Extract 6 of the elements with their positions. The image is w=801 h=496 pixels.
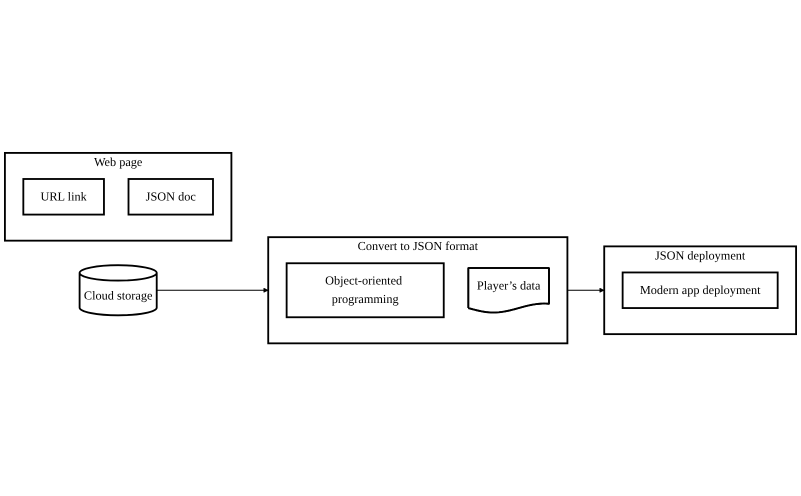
arrow bbox=[566, 287, 604, 293]
node-box: JSON doc bbox=[128, 178, 214, 216]
node-box: Modern app deployment bbox=[622, 271, 779, 309]
arrow bbox=[156, 287, 268, 293]
node-box: URL link bbox=[22, 178, 105, 216]
node-box: Object-oriented programming bbox=[286, 262, 445, 318]
